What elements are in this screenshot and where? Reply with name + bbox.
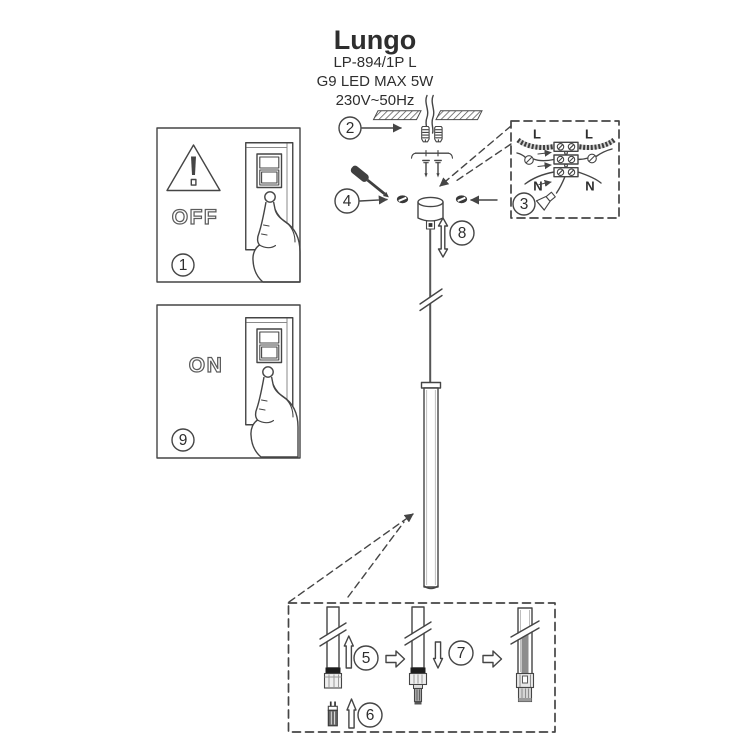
ceiling-hatch-right <box>435 110 483 121</box>
neutral-wire <box>524 171 555 185</box>
svg-text:1: 1 <box>179 257 188 274</box>
insert-arrow-icon <box>346 698 357 729</box>
model-number: LP-894/1P L <box>333 54 416 71</box>
terminal-block-icon <box>553 141 579 178</box>
svg-text:8: 8 <box>458 225 467 242</box>
step-8-badge: 8 <box>449 220 475 246</box>
lamp-wire <box>555 175 566 194</box>
ground-terminal-icon <box>516 152 555 165</box>
svg-text:9: 9 <box>179 432 188 449</box>
screw-head-icon <box>395 194 410 205</box>
ceiling-hatch-left <box>372 110 422 121</box>
svg-text:5: 5 <box>362 650 371 667</box>
on-box-border <box>156 304 301 459</box>
tube-leader-line <box>347 521 405 598</box>
mounting-screw-icon <box>434 159 442 179</box>
cable-break-marks <box>419 288 443 312</box>
svg-text:7: 7 <box>457 645 466 662</box>
bulb-assembly-box: 5 7 <box>287 602 556 733</box>
svg-text:3: 3 <box>520 196 529 213</box>
canopy-icon <box>417 196 444 230</box>
wall-anchor-icon <box>434 125 443 143</box>
wall-anchor-icon <box>421 125 430 143</box>
on-instruction-box: ON 9 <box>156 304 301 459</box>
power-spec: 230V~50Hz <box>336 92 415 109</box>
step-4-badge: 4 <box>334 188 360 214</box>
svg-text:4: 4 <box>343 193 352 210</box>
wiring-label-l-left: L <box>533 127 541 142</box>
wiring-leader-line <box>455 143 512 182</box>
tube-stage-2 <box>404 606 432 705</box>
off-label: OFF <box>172 206 219 229</box>
ceiling-mount-section: 2 <box>338 94 483 179</box>
lamp-tube <box>420 381 442 590</box>
lamp-spec: G9 LED MAX 5W <box>317 73 435 90</box>
up-down-arrow-icon <box>437 217 449 258</box>
g9-bulb-icon <box>327 701 338 727</box>
wiring-label-n-left: N <box>533 179 542 194</box>
assembly-box-border <box>287 602 556 733</box>
step-6-badge: 6 <box>357 702 383 728</box>
wiring-diagram-box: L L N N <box>439 120 620 219</box>
on-label: ON <box>189 354 224 377</box>
tube-leader-line <box>288 513 414 603</box>
step-5-badge: 5 <box>353 645 379 671</box>
proceed-arrow-icon <box>482 650 503 668</box>
socket-clip <box>325 667 341 674</box>
tube-stage-1 <box>319 606 347 689</box>
wiring-leader-line <box>439 125 512 187</box>
svg-text:2: 2 <box>346 120 355 137</box>
step-2-badge: 2 <box>338 116 362 140</box>
off-box-border <box>156 127 301 283</box>
lamp-connector-icon <box>535 191 556 211</box>
wiring-label-n-right: N <box>585 179 594 194</box>
step-1-badge: 1 <box>171 253 195 277</box>
neutral-wire <box>577 171 602 184</box>
ground-terminal-icon <box>577 148 613 164</box>
tube-stage-3 <box>510 607 540 703</box>
step-7-badge: 7 <box>448 640 474 666</box>
mounting-bracket-icon <box>410 149 454 159</box>
insert-arrow-icon <box>343 635 354 669</box>
off-instruction-box: OFF 1 <box>156 127 301 283</box>
svg-text:6: 6 <box>366 707 375 724</box>
warning-triangle-icon <box>166 144 221 192</box>
step-9-badge: 9 <box>171 428 195 452</box>
insert-arrow-icon <box>432 641 444 669</box>
step-4-arrow <box>359 195 388 205</box>
proceed-arrow-icon <box>385 650 406 668</box>
page-title: Lungo <box>334 25 416 55</box>
canopy-section: 4 8 <box>334 165 498 258</box>
wiring-label-l-right: L <box>585 127 593 142</box>
live-wire-icon <box>516 137 555 151</box>
screw-head-icon <box>454 194 469 205</box>
step-3-badge: 3 <box>512 192 536 216</box>
wiring-box-border <box>510 120 620 219</box>
insert-direction-arrows <box>537 149 552 187</box>
bulb-socket-icon <box>323 672 343 689</box>
g9-bulb-icon <box>413 687 423 705</box>
live-wire-icon <box>577 137 616 151</box>
pendant-lamp <box>288 229 443 603</box>
mounting-screw-icon <box>422 159 430 179</box>
